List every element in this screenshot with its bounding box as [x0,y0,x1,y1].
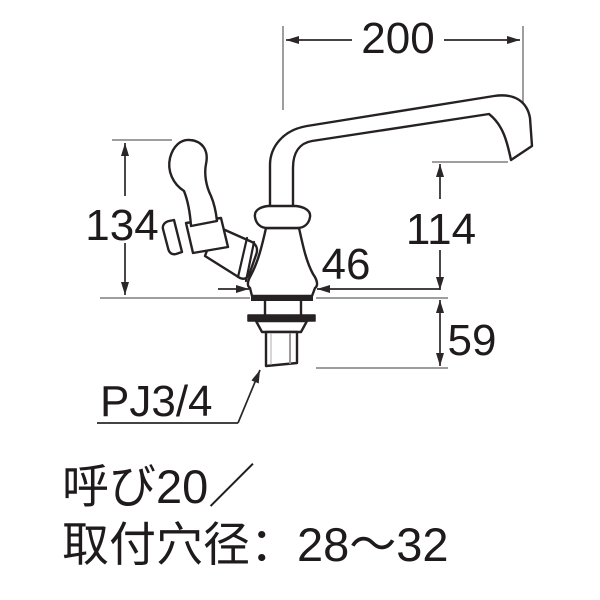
handle-lever [168,138,219,228]
dimension-annotations: 200 134 114 46 59 PJ3/4 [85,14,520,426]
spindle-cap [161,218,184,256]
dim-label-114: 114 [406,205,476,254]
callout-leader [237,369,261,424]
shank-neck [263,299,303,318]
dim-label-46: 46 [322,240,371,289]
dimension-outlet-height: 114 [406,164,476,290]
dimension-base-width: 46 [218,240,440,293]
thread-label-pj34: PJ3/4 [100,377,213,426]
faucet-body [246,226,319,298]
locknut-washer [247,314,316,322]
base-plate [251,295,313,301]
bonnet-ridge-2 [244,240,256,283]
bonnet-ridge-1 [236,236,249,279]
dim-label-134: 134 [85,201,158,250]
extension-lines [100,26,524,369]
thread-callout: PJ3/4 [97,369,261,426]
faucet-outline [161,94,534,368]
dim-label-200: 200 [361,14,434,63]
dimension-shank-length: 59 [436,300,497,366]
locknut [254,319,309,334]
spout-collar [253,204,312,230]
dim-label-59: 59 [448,316,497,365]
note-nominal-size: 呼び20／ [62,460,255,513]
note-mount-hole-diameter: 取付穴径：28〜32 [62,518,449,571]
dimension-handle-height: 134 [85,143,159,295]
spec-notes: 呼び20／ 取付穴径：28〜32 [62,460,449,571]
dimension-spout-reach: 200 [286,14,520,63]
spout [268,94,534,210]
